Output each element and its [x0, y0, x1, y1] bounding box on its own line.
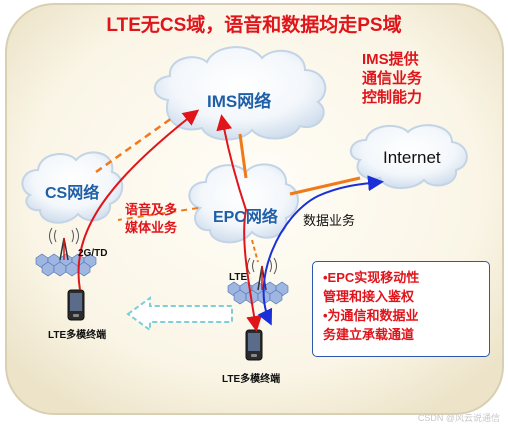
epc-cloud-label: EPC网络	[213, 209, 278, 226]
internet-cloud-label: Internet	[383, 148, 441, 167]
phone-icon	[245, 329, 263, 361]
note-line: 控制能力	[362, 89, 423, 106]
diagram-title: LTE无CS域，语音和数据均走PS域	[106, 15, 402, 36]
voice-path-lte	[216, 114, 263, 332]
phone-icon	[67, 289, 85, 321]
data-path	[257, 175, 384, 326]
handover-arrow	[126, 296, 233, 332]
base-station-lte-label: LTE	[229, 272, 248, 283]
note-line: 媒体业务	[125, 220, 178, 235]
base-station-2g-td-label: 2G/TD	[78, 248, 108, 259]
epc-role-box: •EPC实现移动性 管理和接入鉴权 •为通信和数据业 务建立承载通道	[312, 261, 490, 357]
voice-multimedia-note: 语音及多 媒体业务	[125, 201, 177, 237]
ims-cloud-label: IMS网络	[207, 92, 272, 111]
base-station-2g-td	[35, 227, 97, 277]
epc-cs-dashed-link	[117, 207, 199, 221]
data-service-note: 数据业务	[303, 213, 356, 228]
cs-cloud-label: CS网络	[45, 185, 100, 202]
cs-ims-dashed-link	[95, 116, 173, 174]
terminal-bottom-label: LTE多模终端	[222, 374, 281, 385]
note-line: 语音及多	[125, 202, 178, 217]
note-line: 通信业务	[362, 70, 423, 87]
ims-role-note: IMS提供 通信业务 控制能力	[362, 50, 422, 107]
terminal-left-label: LTE多模终端	[48, 330, 107, 341]
note-line: •EPC实现移动性	[323, 270, 420, 285]
note-line: IMS提供	[362, 51, 419, 68]
note-line: 管理和接入鉴权	[323, 289, 415, 304]
note-line: 务建立承载通道	[323, 327, 415, 342]
voice-path-left	[77, 109, 200, 291]
watermark: CSDN @风云说通信	[417, 413, 500, 423]
note-line: •为通信和数据业	[323, 308, 419, 323]
